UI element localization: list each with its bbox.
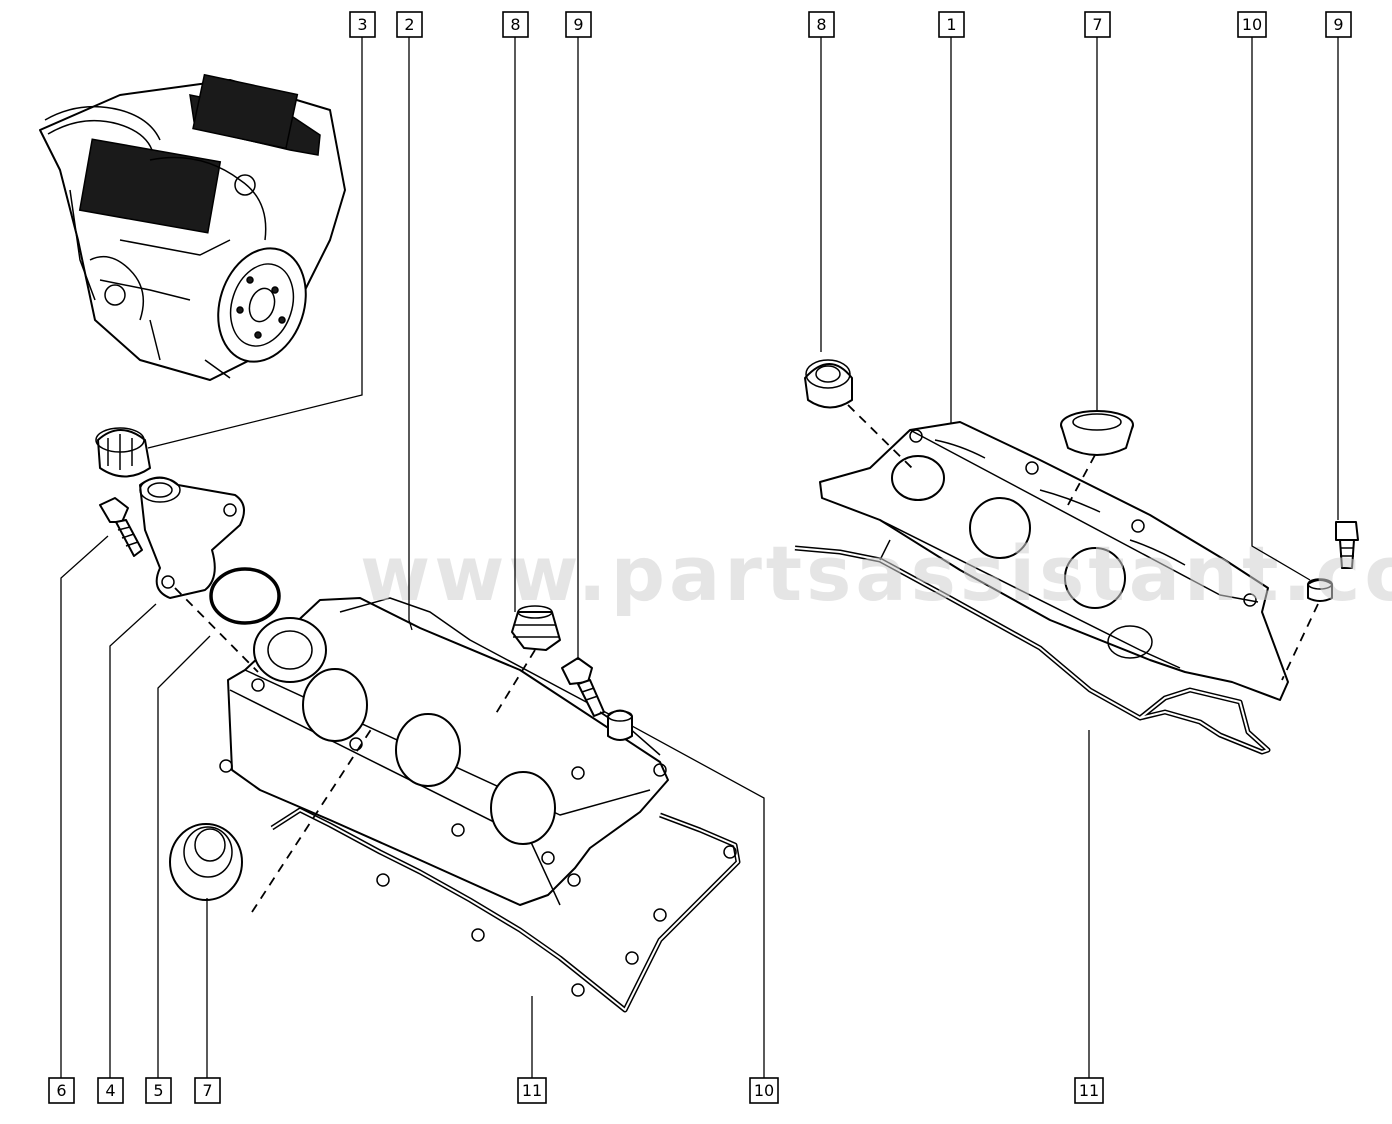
svg-text:9: 9 <box>1333 15 1343 34</box>
callout-11: 11 <box>517 1077 547 1104</box>
seal-icon <box>169 823 243 901</box>
svg-text:11: 11 <box>1079 1081 1099 1100</box>
svg-text:7: 7 <box>202 1081 212 1100</box>
callout-1: 1 <box>938 11 965 38</box>
filler-neck-icon <box>139 476 245 599</box>
callout-5: 5 <box>145 1077 172 1104</box>
svg-text:5: 5 <box>153 1081 163 1100</box>
bolt-icon <box>561 657 605 717</box>
svg-text:3: 3 <box>357 15 367 34</box>
svg-text:8: 8 <box>816 15 826 34</box>
callout-9: 9 <box>565 11 592 38</box>
leader-lines <box>60 36 1339 1078</box>
callout-6: 6 <box>48 1077 75 1104</box>
o-ring-icon <box>209 567 281 625</box>
svg-text:10: 10 <box>754 1081 774 1100</box>
callout-7: 7 <box>194 1077 221 1104</box>
plug-icon <box>607 709 633 741</box>
valve-cover-right-icon <box>819 421 1289 701</box>
svg-text:7: 7 <box>1092 15 1102 34</box>
svg-text:1: 1 <box>946 15 956 34</box>
cover-gasket-right-icon <box>794 539 1271 755</box>
svg-text:4: 4 <box>105 1081 115 1100</box>
callout-8: 8 <box>502 11 529 38</box>
callout-10: 10 <box>749 1077 779 1104</box>
plug-icon <box>804 359 853 409</box>
svg-text:6: 6 <box>56 1081 66 1100</box>
watermark-text: www.partsassistant.com <box>360 529 1392 618</box>
callout-9: 9 <box>1325 11 1352 38</box>
svg-text:11: 11 <box>522 1081 542 1100</box>
callout-7: 7 <box>1084 11 1111 38</box>
callout-labels: 3 2 8 9 8 1 7 10 <box>48 11 1352 1104</box>
callout-10: 10 <box>1237 11 1267 38</box>
bolt-icon <box>1335 521 1359 569</box>
grommet-icon <box>511 605 561 651</box>
svg-text:8: 8 <box>510 15 520 34</box>
valve-cover-left-icon <box>219 597 669 906</box>
callout-11: 11 <box>1074 1077 1104 1104</box>
callout-3: 3 <box>349 11 376 38</box>
oil-filler-cap-icon <box>95 427 151 478</box>
engine-illustration-icon <box>39 73 346 381</box>
svg-text:9: 9 <box>573 15 583 34</box>
callout-8: 8 <box>808 11 835 38</box>
plug-icon <box>1307 578 1333 602</box>
assembly-dash-lines <box>174 404 1319 913</box>
bolt-icon <box>99 497 143 557</box>
cover-gasket-left-icon <box>270 807 741 1013</box>
seal-icon <box>1060 410 1134 456</box>
callout-4: 4 <box>97 1077 124 1104</box>
svg-text:10: 10 <box>1242 15 1262 34</box>
callout-2: 2 <box>396 11 423 38</box>
svg-text:2: 2 <box>404 15 414 34</box>
